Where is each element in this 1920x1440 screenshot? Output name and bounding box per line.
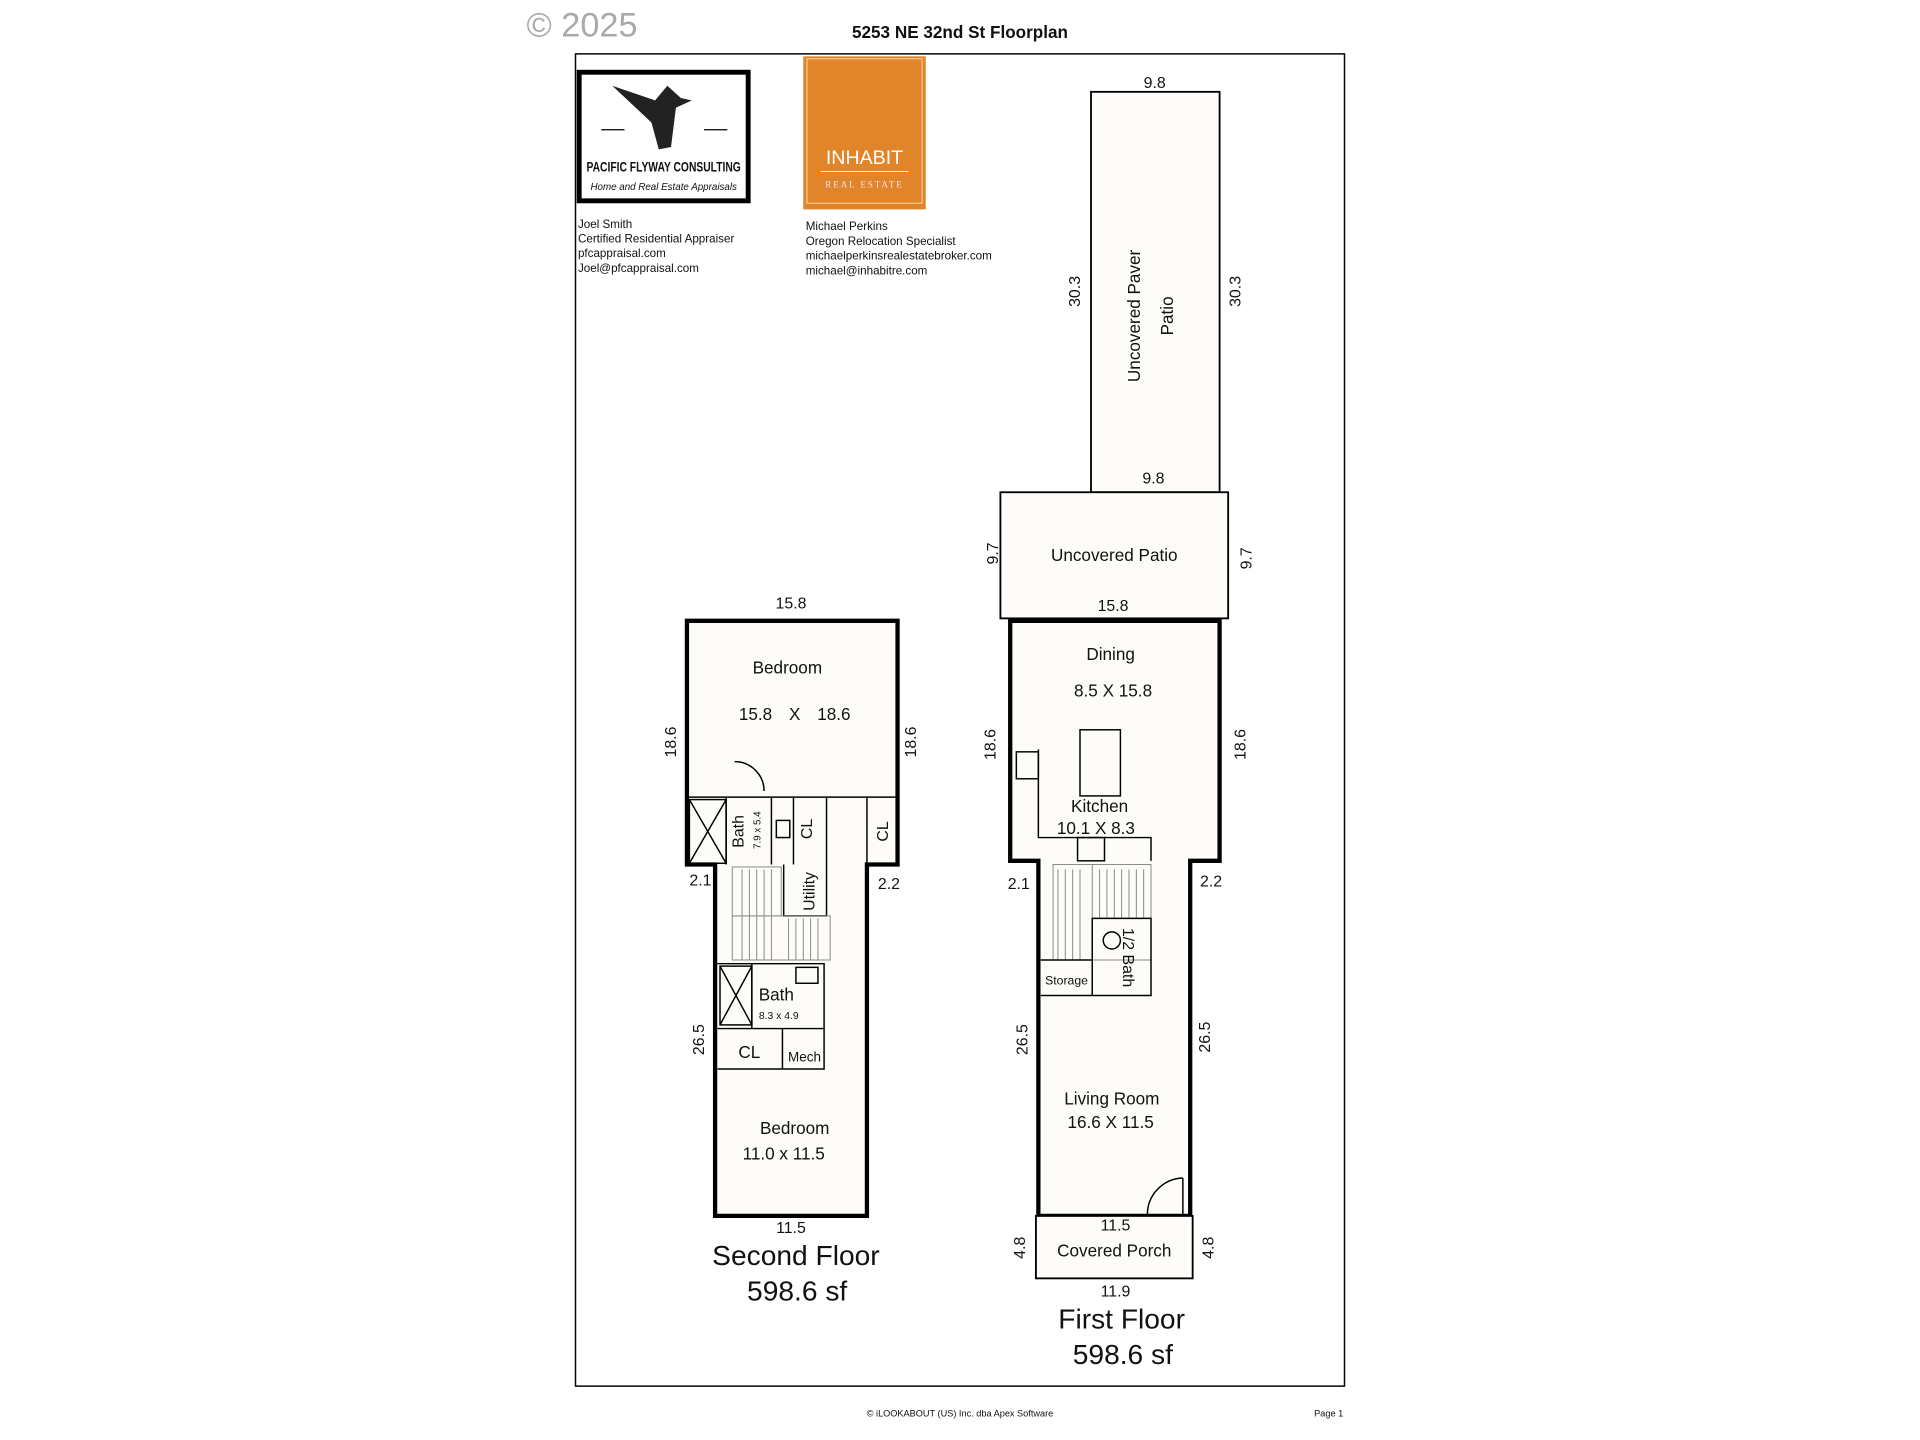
svg-text:1/2 Bath: 1/2 Bath <box>1119 928 1136 987</box>
svg-text:26.5: 26.5 <box>1197 1022 1214 1053</box>
svg-text:15.8: 15.8 <box>739 704 772 724</box>
svg-text:Joel@pfcappraisal.com: Joel@pfcappraisal.com <box>578 262 699 275</box>
svg-text:Certified Residential Appraise: Certified Residential Appraiser <box>578 232 734 245</box>
svg-text:Kitchen: Kitchen <box>1071 796 1128 816</box>
svg-text:26.5: 26.5 <box>1014 1024 1031 1055</box>
svg-text:Patio: Patio <box>1157 296 1177 335</box>
svg-text:michael@inhabitre.com: michael@inhabitre.com <box>806 264 928 277</box>
svg-text:2.1: 2.1 <box>1008 876 1030 893</box>
svg-text:Utility: Utility <box>801 872 818 911</box>
svg-text:pfcappraisal.com: pfcappraisal.com <box>578 247 666 260</box>
svg-text:18.6: 18.6 <box>817 704 850 724</box>
svg-text:18.6: 18.6 <box>663 726 680 757</box>
page-border <box>574 53 1346 1387</box>
svg-text:18.6: 18.6 <box>903 726 920 757</box>
second-floor-area: 598.6 sf <box>747 1275 847 1306</box>
svg-text:11.0 x 11.5: 11.0 x 11.5 <box>743 1144 825 1164</box>
svg-text:Uncovered Paver: Uncovered Paver <box>1124 249 1144 382</box>
svg-text:2.2: 2.2 <box>1200 874 1222 891</box>
svg-text:CL: CL <box>875 821 892 841</box>
svg-text:18.6: 18.6 <box>1232 729 1249 760</box>
svg-text:9.8: 9.8 <box>1144 75 1166 92</box>
svg-text:INHABIT: INHABIT <box>826 147 903 169</box>
svg-text:11.5: 11.5 <box>1101 1218 1131 1235</box>
svg-text:Bedroom: Bedroom <box>753 657 823 677</box>
svg-text:michaelperkinsrealestatebroker: michaelperkinsrealestatebroker.com <box>806 250 992 263</box>
svg-text:CL: CL <box>738 1042 760 1062</box>
svg-text:15.8: 15.8 <box>1098 598 1129 615</box>
svg-text:Covered Porch: Covered Porch <box>1057 1240 1171 1260</box>
svg-text:18.6: 18.6 <box>983 729 1000 760</box>
footer-copyright: © iLOOKABOUT (US) Inc. dba Apex Software <box>867 1409 1054 1419</box>
svg-text:Joel Smith: Joel Smith <box>578 218 632 231</box>
agent-contact: Michael Perkins Oregon Relocation Specia… <box>806 220 992 277</box>
svg-text:30.3: 30.3 <box>1227 276 1244 307</box>
duck-icon <box>612 85 692 150</box>
watermark: © 2025 <box>527 7 638 45</box>
svg-text:2.2: 2.2 <box>878 876 900 893</box>
footer-page: Page 1 <box>1314 1409 1343 1419</box>
svg-text:Home and Real Estate Appraisal: Home and Real Estate Appraisals <box>590 182 737 193</box>
svg-text:Dining: Dining <box>1086 644 1135 664</box>
first-floor-label: First Floor <box>1058 1304 1185 1335</box>
svg-text:Mech: Mech <box>788 1050 821 1065</box>
svg-text:7.9 x 5.4: 7.9 x 5.4 <box>752 811 763 849</box>
appraiser-contact: Joel Smith Certified Residential Apprais… <box>578 218 734 275</box>
svg-text:Living Room: Living Room <box>1064 1088 1159 1108</box>
svg-text:11.9: 11.9 <box>1101 1284 1131 1301</box>
svg-text:16.6 X 11.5: 16.6 X 11.5 <box>1067 1112 1153 1132</box>
svg-text:Oregon Relocation Specialist: Oregon Relocation Specialist <box>806 235 957 248</box>
appraiser-logo: PACIFIC FLYWAY CONSULTING Home and Real … <box>576 69 751 204</box>
svg-text:PACIFIC FLYWAY CONSULTING: PACIFIC FLYWAY CONSULTING <box>587 158 741 174</box>
svg-text:9.8: 9.8 <box>1142 471 1164 488</box>
second-floor-outline <box>684 618 900 1219</box>
svg-text:X: X <box>789 704 801 724</box>
svg-text:4.8: 4.8 <box>1200 1237 1217 1259</box>
svg-text:CL: CL <box>799 819 816 839</box>
svg-text:15.8: 15.8 <box>776 596 807 613</box>
second-floor-label: Second Floor <box>712 1240 879 1271</box>
covered-porch <box>1035 1215 1194 1280</box>
svg-text:Bedroom: Bedroom <box>760 1118 829 1138</box>
svg-text:9.7: 9.7 <box>985 542 1002 564</box>
svg-text:10.1 X 8.3: 10.1 X 8.3 <box>1057 818 1135 838</box>
first-floor-plan: 9.8 9.8 30.3 30.3 Uncovered Paver Patio … <box>983 75 1256 1370</box>
svg-text:30.3: 30.3 <box>1067 276 1084 307</box>
svg-text:26.5: 26.5 <box>691 1024 708 1055</box>
uncovered-patio <box>999 491 1230 620</box>
page-title: 5253 NE 32nd St Floorplan <box>852 22 1068 42</box>
svg-text:2.1: 2.1 <box>689 872 711 889</box>
second-floor-plan: Bath 7.9 x 5.4 CL CL Utility Bath 8.3 x … <box>663 596 920 1307</box>
first-floor-area: 598.6 sf <box>1073 1339 1173 1370</box>
svg-text:8.3 x 4.9: 8.3 x 4.9 <box>759 1011 799 1022</box>
svg-text:Bath: Bath <box>759 984 794 1004</box>
svg-text:Uncovered Patio: Uncovered Patio <box>1051 545 1178 565</box>
svg-text:Michael Perkins: Michael Perkins <box>806 220 888 233</box>
svg-text:REAL ESTATE: REAL ESTATE <box>825 179 904 189</box>
svg-text:Bath: Bath <box>730 815 747 848</box>
agent-logo: INHABIT REAL ESTATE <box>803 56 926 210</box>
svg-text:9.7: 9.7 <box>1238 547 1255 569</box>
svg-text:11.5: 11.5 <box>776 1220 806 1237</box>
svg-text:4.8: 4.8 <box>1012 1237 1029 1259</box>
svg-text:Storage: Storage <box>1045 973 1088 987</box>
svg-text:8.5 X 15.8: 8.5 X 15.8 <box>1074 681 1152 701</box>
paver-patio <box>1090 90 1221 494</box>
